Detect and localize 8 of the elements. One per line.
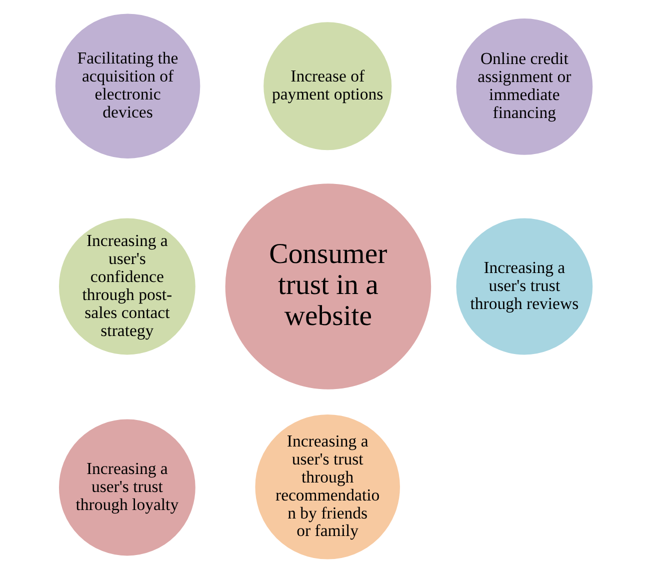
node-circle: Increasing a user's trust through loyalty bbox=[58, 418, 197, 557]
node-circle: Consumer trust in a website bbox=[224, 182, 432, 391]
node-circle: Increase of payment options bbox=[262, 20, 393, 152]
node-circle: Facilitating the acquisition of electronic devices bbox=[54, 12, 202, 160]
node-circle: Increasing a user's confidence through post-sales contact strategy bbox=[58, 217, 197, 356]
node-circle: Increasing a user's trust through reviews bbox=[455, 217, 594, 356]
node-circle: Online credit assignment or immediate financing bbox=[455, 17, 594, 156]
node-circle: Increasing a user's trust through recommendatio n by friends or family bbox=[254, 413, 402, 560]
